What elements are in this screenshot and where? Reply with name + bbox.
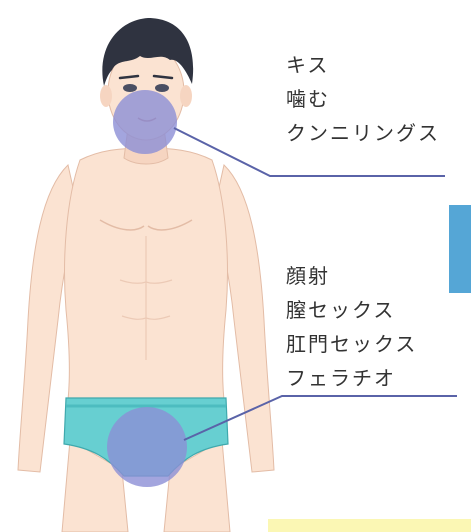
upper-label-group: キス 噛む クンニリングス — [286, 48, 440, 150]
label-kiss: キス — [286, 53, 330, 77]
label-facial: 顔射 — [286, 264, 330, 288]
side-tab — [449, 205, 471, 293]
label-fellatio: フェラチオ — [286, 366, 396, 390]
label-vaginal-sex: 膣セックス — [286, 298, 396, 322]
label-anal-sex: 肛門セックス — [286, 332, 418, 356]
label-bite: 噛む — [286, 87, 330, 111]
note-strip — [268, 519, 471, 532]
label-cunnilingus: クンニリングス — [286, 121, 440, 145]
lower-label-group: 顔射 膣セックス 肛門セックス フェラチオ — [286, 259, 417, 395]
